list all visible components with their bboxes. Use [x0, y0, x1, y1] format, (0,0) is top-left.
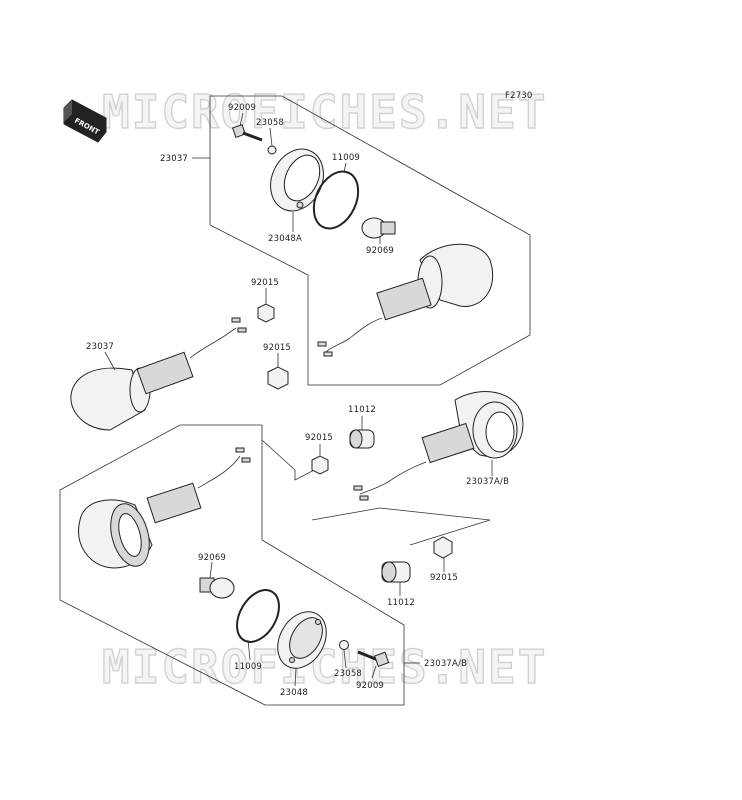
label-11009-top: 11009: [332, 153, 360, 163]
watermark-top: MICROFICHES.NET: [102, 85, 547, 139]
right-assembly-outline-lower: [311, 507, 491, 546]
label-92015-a: 92015: [251, 278, 279, 288]
leader-23058-bottom: [343, 649, 347, 669]
figure-code: F2730: [505, 91, 533, 101]
label-23037ab-bottom: 23037A/B: [424, 659, 467, 669]
nut-92015-a: [257, 303, 275, 323]
label-92009-bottom: 92009: [356, 681, 384, 691]
label-23037-top: 23037: [160, 154, 188, 164]
label-92069-bottom: 92069: [198, 553, 226, 563]
label-23037ab-right: 23037A/B: [466, 477, 509, 487]
watermark-bottom: MICROFICHES.NET: [102, 640, 547, 694]
label-11012-bottom: 11012: [387, 598, 415, 608]
turn-signal-housing-top: [317, 243, 494, 357]
leader-23037-left: [104, 351, 116, 371]
nut-92015-c: [311, 455, 329, 475]
label-11009-bottom: 11009: [234, 662, 262, 672]
label-11012-top: 11012: [348, 405, 376, 415]
washer-23058-bottom: [339, 640, 349, 650]
nut-92015-d: [433, 536, 453, 559]
leader-11009-bottom: [247, 639, 251, 661]
label-23058-bottom: 23058: [334, 669, 362, 679]
label-23048: 23048: [280, 688, 308, 698]
front-arrow-icon: FRONT: [63, 99, 107, 143]
label-92015-b: 92015: [263, 343, 291, 353]
label-92009-top: 92009: [228, 103, 256, 113]
bulb-92069-bottom: [199, 577, 235, 599]
grommet-11012-bottom: [381, 561, 411, 583]
label-23048a: 23048A: [268, 234, 302, 244]
leader-23048: [294, 667, 297, 687]
label-23037-left: 23037: [86, 342, 114, 352]
washer-23058-top: [267, 145, 277, 155]
leader-11009-top: [343, 162, 347, 173]
leader-92069-bottom: [209, 561, 213, 579]
bulb-92069-top: [361, 217, 396, 239]
label-92015-d: 92015: [430, 573, 458, 583]
bottom-assembly-outline: [59, 424, 405, 706]
lens-rim-23048a: [270, 148, 324, 212]
leader-23058-top: [269, 127, 273, 147]
screw-92009-top: [231, 123, 263, 142]
right-assembly-outline: [261, 439, 319, 481]
gasket-11009-top: [312, 170, 360, 230]
top-assembly-outline: [209, 95, 531, 386]
turn-signal-right: [353, 391, 524, 501]
nut-92015-b: [267, 366, 289, 390]
lens-23048: [277, 611, 327, 669]
screw-92009-bottom: [357, 650, 390, 667]
label-92069-top: 92069: [366, 246, 394, 256]
turn-signal-housing-bottom: [78, 447, 251, 569]
grommet-11012-top: [349, 429, 375, 449]
label-92015-c: 92015: [305, 433, 333, 443]
label-23058-top: 23058: [256, 118, 284, 128]
leader-92009-bottom: [371, 665, 377, 679]
gasket-11009-bottom: [236, 589, 280, 643]
leader-92009-top: [239, 112, 244, 127]
turn-signal-left: [70, 317, 247, 431]
